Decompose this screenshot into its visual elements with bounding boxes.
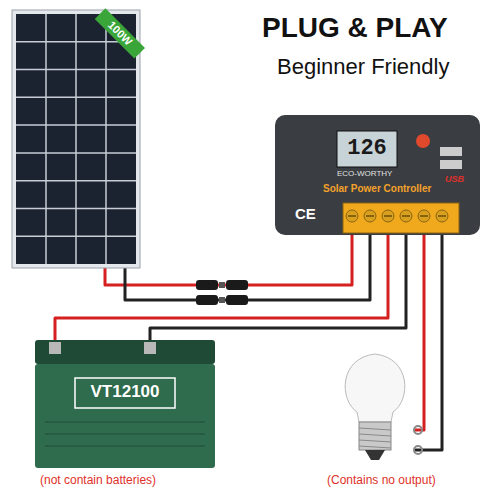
- bulb-tip: [365, 450, 385, 460]
- mc4-plug: [196, 280, 218, 290]
- battery-rib: [45, 421, 205, 423]
- battery-rib: [45, 445, 205, 447]
- ring-terminal: [414, 446, 422, 454]
- mc4-joint: [219, 282, 225, 288]
- wire: [105, 235, 352, 285]
- screw-slot: [402, 215, 410, 217]
- terminal-screw: [346, 210, 358, 222]
- solar-panel-drawing: [12, 10, 140, 268]
- terminal-screw: [382, 210, 394, 222]
- wire: [125, 235, 370, 300]
- terminal-screw: [436, 210, 448, 222]
- screw-slot: [384, 215, 392, 217]
- cell-gap: [75, 14, 77, 264]
- battery-note: (not contain batteries): [40, 474, 156, 488]
- cell-gap: [16, 97, 136, 99]
- battery-post: [144, 342, 156, 354]
- usb-port: [440, 160, 462, 169]
- mc4-connectors: [196, 280, 248, 305]
- cell-gap: [16, 180, 136, 182]
- lcd-reading: 126: [337, 136, 397, 161]
- cell-gap: [45, 14, 47, 264]
- mc4-socket: [226, 280, 248, 290]
- battery-rib: [45, 433, 205, 435]
- light-bulb: (Contains no output): [335, 350, 415, 465]
- cell-gap: [16, 69, 136, 71]
- product-name: Solar Power Controller: [323, 183, 431, 195]
- terminal-screw: [364, 210, 376, 222]
- bulb-thread: [359, 446, 391, 448]
- power-button: [416, 134, 430, 148]
- mc4-plug: [196, 295, 218, 305]
- terminal-screw: [418, 210, 430, 222]
- panel-frame: [12, 10, 140, 268]
- cell-gap: [16, 235, 136, 237]
- bulb-globe: [345, 354, 405, 422]
- usb-label: USB: [445, 174, 464, 184]
- battery-model: VT12100: [75, 382, 175, 402]
- solar-panel: 100W: [12, 10, 140, 268]
- terminal-strip: [343, 203, 459, 233]
- lcd-screen: [337, 131, 397, 167]
- cell-gap: [16, 208, 136, 210]
- mc4-joint: [219, 297, 225, 303]
- cell-gap: [16, 152, 136, 154]
- battery: VT12100(not contain batteries): [35, 340, 215, 468]
- cell-gap: [16, 124, 136, 126]
- battery-drawing: [35, 340, 215, 468]
- battery-post: [49, 342, 61, 354]
- ce-mark: CE: [295, 205, 316, 222]
- charge-controller: ECO-WORTHY 126Solar Power Controller USB CE: [275, 115, 480, 235]
- bulb-thread: [359, 434, 391, 436]
- brand-name: ECO-WORTHY: [337, 169, 392, 178]
- bulb-thread: [359, 440, 391, 442]
- controller-body: [275, 115, 480, 235]
- panel-cells: [16, 14, 136, 264]
- light-bulb-drawing: [335, 350, 415, 465]
- output-note: (Contains no output): [327, 474, 436, 488]
- screw-slot: [366, 215, 374, 217]
- ring-terminals: [414, 426, 422, 454]
- ring-terminal: [414, 426, 422, 434]
- terminal-screw: [400, 210, 412, 222]
- bulb-thread: [359, 428, 391, 430]
- wire: [415, 235, 442, 450]
- battery-body: [35, 364, 215, 468]
- label-frame: [75, 378, 175, 408]
- cell-gap: [105, 14, 107, 264]
- wire: [415, 235, 424, 430]
- screw-slot: [348, 215, 356, 217]
- bulb-base: [359, 422, 391, 450]
- screw-slot: [438, 215, 446, 217]
- wire: [150, 235, 406, 340]
- subtitle: Beginner Friendly: [277, 54, 449, 80]
- screw-slot: [420, 215, 428, 217]
- usb-port: [440, 147, 462, 156]
- battery-lid: [35, 340, 215, 364]
- mc4-socket: [226, 295, 248, 305]
- title: PLUG & PLAY: [262, 12, 448, 44]
